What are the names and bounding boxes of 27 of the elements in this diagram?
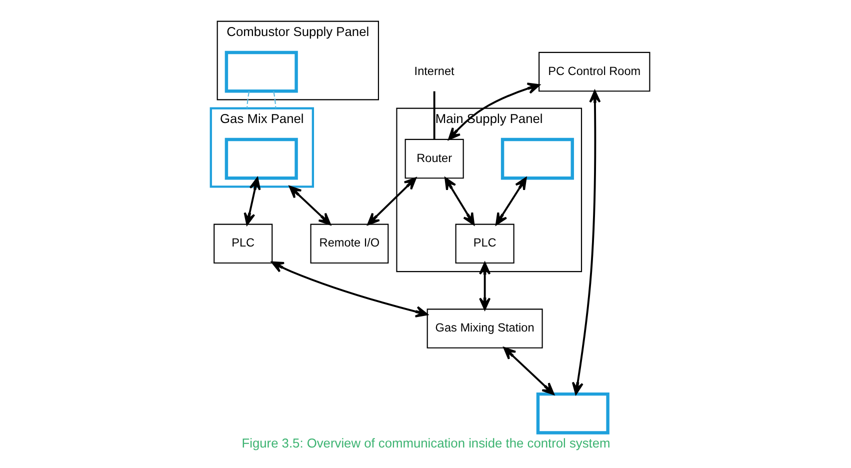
node-box (224, 50, 298, 93)
node-box (224, 138, 298, 180)
node-box: PLC (213, 224, 272, 264)
connector (272, 91, 276, 108)
arrow (494, 177, 526, 226)
node-box: Remote I/O (310, 224, 388, 264)
arrow (366, 177, 416, 226)
node-text: Internet (414, 64, 454, 78)
node-box (500, 138, 574, 180)
arrow (448, 82, 540, 140)
arrow (444, 177, 474, 226)
node-box: Gas Mixing Station (426, 308, 542, 348)
cluster: Combustor Supply Panel (216, 20, 378, 100)
node-box: Router (404, 138, 464, 179)
connector (246, 91, 250, 108)
arrow (502, 347, 554, 395)
arrow (243, 177, 260, 226)
node-box: PLC (454, 224, 514, 264)
cluster: Gas Mix Panel (209, 107, 314, 188)
node-box (536, 392, 609, 434)
arrow (571, 90, 600, 395)
connector (432, 91, 435, 140)
arrow (270, 261, 428, 318)
arrow (288, 186, 330, 226)
arrow (478, 262, 490, 310)
node-box: PC Control Room (538, 52, 650, 92)
caption: Figure 3.5: Overview of communication inside the control system (241, 435, 610, 450)
